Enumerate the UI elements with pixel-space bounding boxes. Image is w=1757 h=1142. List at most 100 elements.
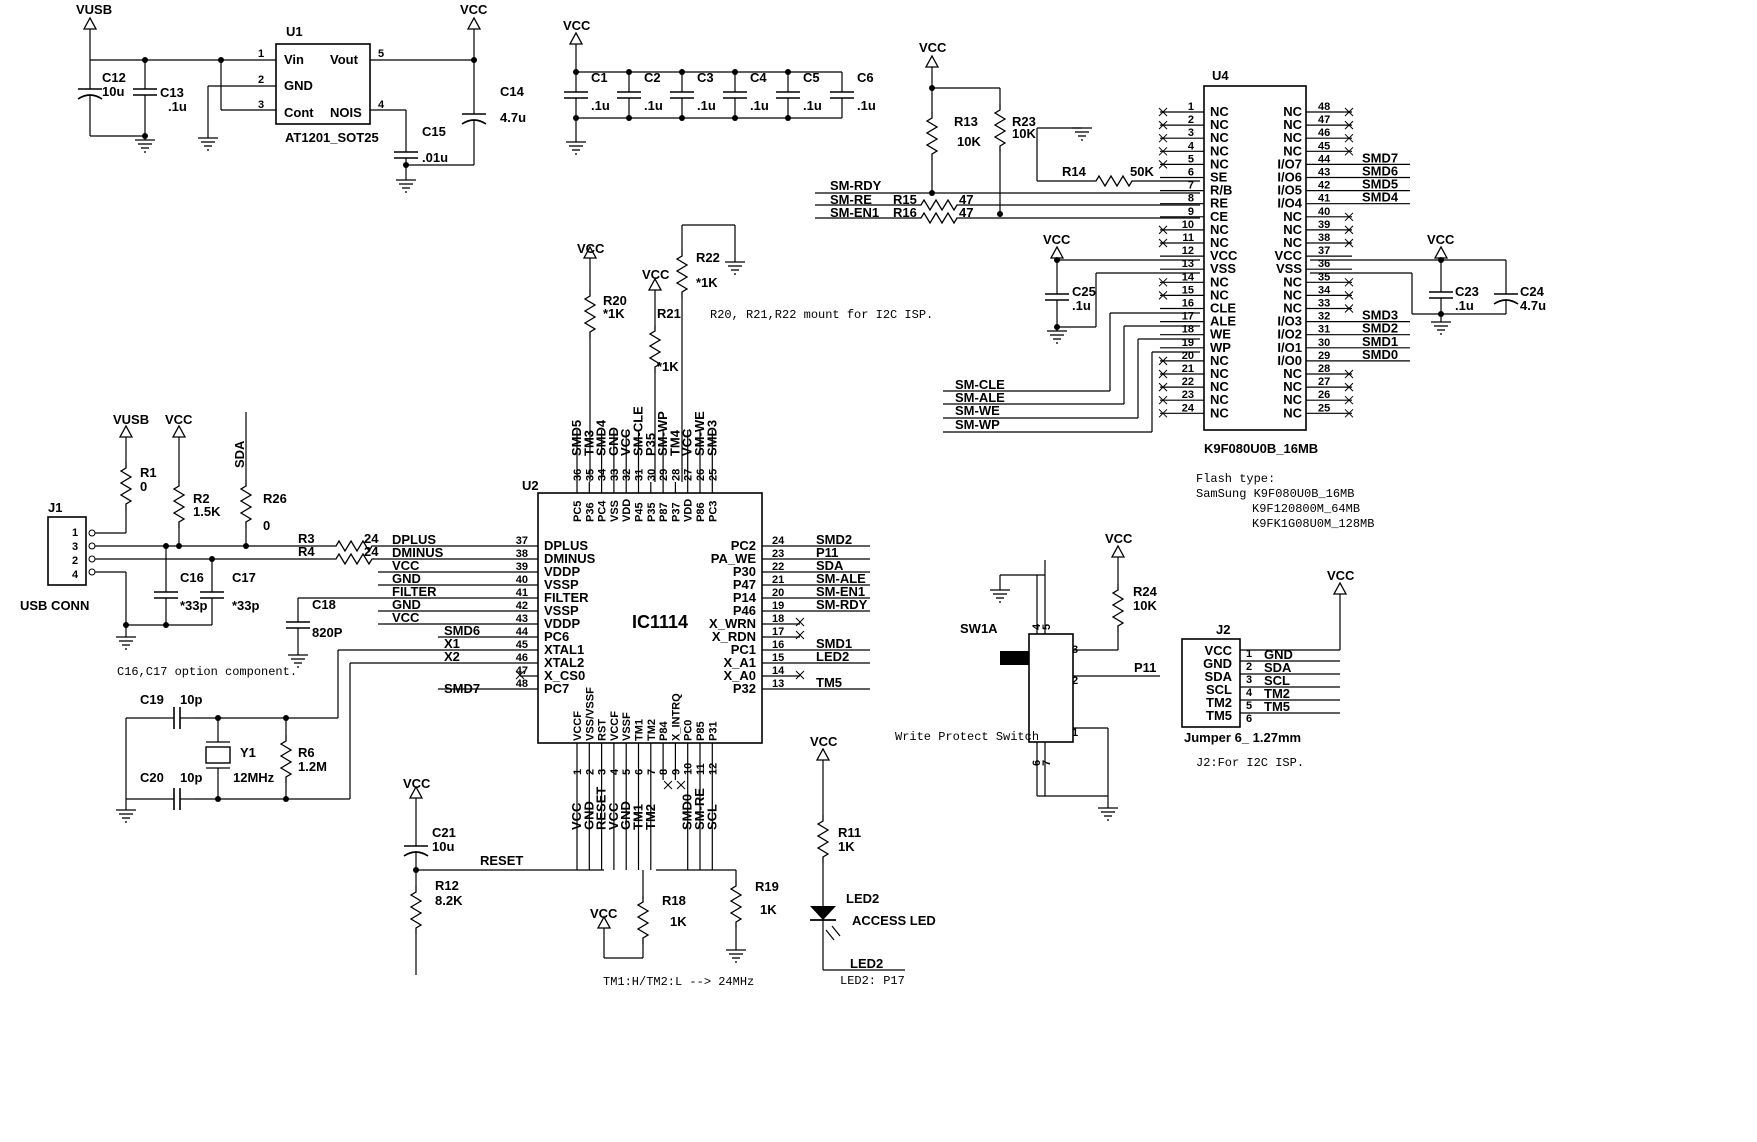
sw-pin: 2 bbox=[1072, 675, 1078, 687]
u4-net-label: SMD5 bbox=[1362, 177, 1398, 192]
flash-note-line3: K9FK1G08U0M_128MB bbox=[1252, 517, 1374, 531]
j1-pin: 2 bbox=[72, 555, 78, 567]
u4-pin-name: NC bbox=[1283, 130, 1302, 145]
u2-pin-name: X_A1 bbox=[723, 655, 756, 670]
u4-pin-num: 22 bbox=[1182, 376, 1194, 388]
u2-top-pins: 36PC5SMD535P36TM334PC4SMD433VSSGND32VDDV… bbox=[569, 406, 719, 522]
u2-pin-name: VSSF bbox=[621, 712, 633, 741]
u1-pin-num: 1 bbox=[258, 48, 264, 60]
r18-value: 1K bbox=[670, 914, 687, 929]
sw-pin: 4 bbox=[1031, 623, 1043, 630]
u4-pin-name: NC bbox=[1210, 130, 1229, 145]
u2-pin-num: 26 bbox=[695, 469, 707, 481]
u2-pin-name: P35 bbox=[646, 502, 658, 522]
u2-pin-name: VDD bbox=[621, 499, 633, 522]
u2-pin-name: XTAL2 bbox=[544, 655, 584, 670]
sw-pin: 7 bbox=[1041, 760, 1053, 766]
u2-net-label: TM5 bbox=[816, 675, 842, 690]
u4-pin-num: 5 bbox=[1188, 153, 1194, 165]
u2-pin-name: P47 bbox=[733, 577, 756, 592]
u2-pin-name: P87 bbox=[658, 502, 670, 522]
u2-net-label: VCC bbox=[392, 558, 420, 573]
u2-pin-name: P36 bbox=[584, 502, 596, 522]
u2-pin-num: 37 bbox=[516, 535, 528, 547]
u4-pin-name: NC bbox=[1283, 209, 1302, 224]
u2-pin-name: P30 bbox=[733, 564, 756, 579]
u2-pin-num: 48 bbox=[516, 678, 528, 690]
u4-pin-num: 31 bbox=[1318, 324, 1330, 336]
u2-part: IC1114 bbox=[632, 612, 688, 632]
u2-pin-name: VSSP bbox=[544, 577, 579, 592]
u4-pin-name: VSS bbox=[1276, 261, 1302, 276]
j1-body bbox=[47, 516, 87, 586]
note-tm: TM1:H/TM2:L --> 24MHz bbox=[603, 975, 754, 989]
c6-value: .1u bbox=[857, 98, 876, 113]
u2-net-label: SCL bbox=[704, 804, 719, 830]
r23-ref: R23 bbox=[1012, 114, 1036, 129]
u1-pin-num: 3 bbox=[258, 99, 264, 111]
u4-pin-num: 39 bbox=[1318, 219, 1330, 231]
u4-pin-name: NC bbox=[1283, 222, 1302, 237]
u4-pin-name: NC bbox=[1283, 235, 1302, 250]
c3-ref: C3 bbox=[697, 70, 714, 85]
u4-pin-num: 11 bbox=[1182, 232, 1194, 244]
u2-net-label: DPLUS bbox=[392, 532, 436, 547]
u4-pin-num: 9 bbox=[1188, 206, 1194, 218]
u2-net-label: SM-RE bbox=[692, 788, 707, 830]
j1-pin: 1 bbox=[72, 527, 78, 539]
u4-pin-num: 7 bbox=[1188, 180, 1194, 192]
flash-block: VCC R13 10K R23 10K R14 50K SM-RDY SM-RE… bbox=[815, 40, 1546, 531]
u4-pin-name: NC bbox=[1210, 156, 1229, 171]
u2-net-label: P11 bbox=[816, 545, 838, 560]
u2-pin-num: 45 bbox=[516, 639, 528, 651]
r12-ref: R12 bbox=[435, 878, 459, 893]
c20-value: 10p bbox=[180, 770, 202, 785]
u2-pin-name: VSSP bbox=[544, 603, 579, 618]
u2-net-label: GND bbox=[392, 571, 421, 586]
c12-value: 10u bbox=[102, 84, 124, 99]
net-sm-en1: SM-EN1 bbox=[830, 205, 879, 220]
tm-block: VCC R18 1K R19 1K TM1:H/TM2:L --> 24MHz bbox=[590, 869, 779, 989]
u4-pin-num: 42 bbox=[1318, 180, 1330, 192]
j2-ref: J2 bbox=[1216, 622, 1230, 637]
led2-name: ACCESS LED bbox=[852, 913, 936, 928]
r22-ref: R22 bbox=[696, 250, 720, 265]
u2-pin-name: XTAL1 bbox=[544, 642, 584, 657]
vusb-label: VUSB bbox=[113, 412, 149, 427]
u2-pin-num: 47 bbox=[516, 665, 528, 677]
u2-net-label: SMD0 bbox=[680, 794, 695, 830]
u2-pin-name: P14 bbox=[733, 590, 757, 605]
j2-pin-name: TM2 bbox=[1206, 695, 1232, 710]
r26-value: 0 bbox=[263, 518, 270, 533]
u2-pin-name: TM1 bbox=[634, 719, 646, 741]
r6-ref: R6 bbox=[298, 745, 315, 760]
u4-pin-num: 45 bbox=[1318, 140, 1330, 152]
u1-pin-num: 5 bbox=[378, 48, 384, 60]
u2-net-label: VCC bbox=[392, 610, 420, 625]
u4-net-label: SMD1 bbox=[1362, 334, 1398, 349]
u4-pin-num: 27 bbox=[1318, 376, 1330, 388]
r4-value: 24 bbox=[364, 544, 379, 559]
isp-resistors: VCC R20 *1K VCC R21 *1K R22 *1K R20, R21… bbox=[577, 224, 933, 482]
sda-label: SDA bbox=[232, 440, 247, 468]
u2-pin-name: P37 bbox=[670, 502, 682, 522]
j2-pin-name: VCC bbox=[1205, 643, 1233, 658]
u4-pin-name: WE bbox=[1210, 327, 1231, 342]
vcc-label: VCC bbox=[563, 18, 591, 33]
c25-value: .1u bbox=[1072, 298, 1091, 313]
u4-pin-num: 2 bbox=[1188, 114, 1194, 126]
cap-c1: C1.1u bbox=[563, 69, 610, 121]
u2-net-label: TM3 bbox=[581, 430, 596, 456]
u4-net-label: SMD0 bbox=[1362, 347, 1398, 362]
u2-net-label: VCC bbox=[680, 428, 695, 456]
u2-net-label: VCC bbox=[606, 802, 621, 830]
u2-body bbox=[537, 492, 763, 744]
u2-net-label: SMD6 bbox=[444, 623, 480, 638]
u2-pin-name: TM2 bbox=[646, 719, 658, 741]
j2-pin-num: 2 bbox=[1246, 661, 1252, 673]
u2-pin-name: PC0 bbox=[683, 720, 695, 741]
c17-value: *33p bbox=[232, 598, 260, 613]
u4-pin-name: I/O3 bbox=[1277, 314, 1302, 329]
flash-note-line2: K9F120800M_64MB bbox=[1252, 502, 1360, 516]
